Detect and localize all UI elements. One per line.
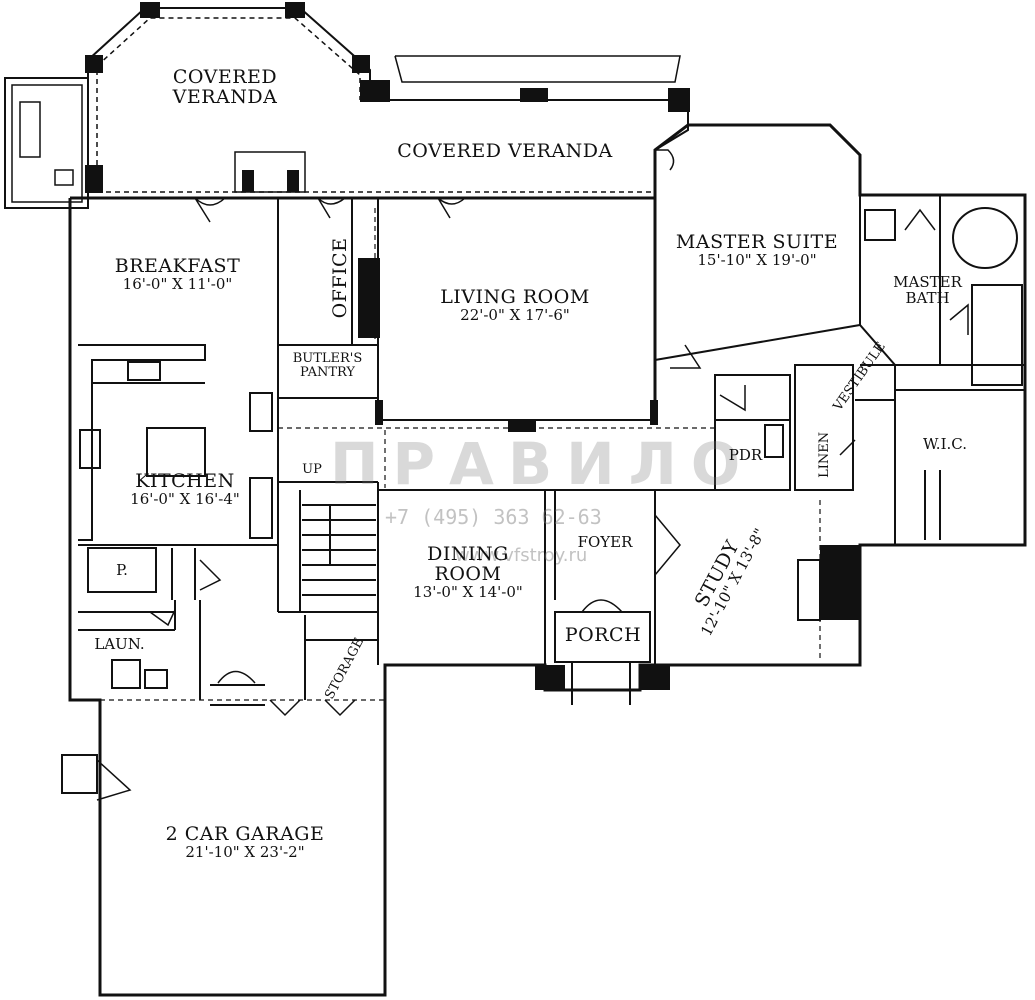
room-pantry: P. — [98, 561, 146, 579]
stair-up: UP — [292, 463, 332, 477]
room-covered-veranda-left: COVERED VERANDA — [150, 66, 300, 108]
room-dims: 21'-10" X 23'-2" — [185, 842, 305, 861]
room-name: BREAKFAST — [114, 255, 241, 277]
room-name: ROOM — [434, 562, 502, 585]
room-master-suite: MASTER SUITE 15'-10" X 19'-0" — [662, 231, 852, 269]
room-name: W.I.C. — [923, 435, 967, 453]
room-name: 2 CAR GARAGE — [165, 823, 325, 845]
room-name: PDR — [728, 446, 763, 464]
room-name: VERANDA — [172, 85, 278, 108]
room-master-bath: MASTER BATH — [880, 273, 975, 307]
room-name: COVERED VERANDA — [397, 140, 613, 162]
linen-outline — [794, 364, 854, 491]
room-dims: 22'-0" X 17'-6" — [460, 305, 570, 324]
room-garage: 2 CAR GARAGE 21'-10" X 23'-2" — [130, 823, 360, 861]
watermark-logo: ПРАВИЛО — [330, 430, 755, 498]
room-name: COVERED — [172, 66, 278, 88]
room-name: LINEN — [817, 431, 833, 478]
porch-outline — [554, 611, 651, 663]
room-name: P. — [116, 561, 128, 579]
watermark-phone: +7 (495) 363 62-63 — [385, 505, 602, 529]
room-wic: W.I.C. — [895, 435, 995, 453]
room-linen: LINEN — [817, 430, 833, 480]
room-office: OFFICE — [329, 233, 352, 323]
room-butlers-pantry: BUTLER'S PANTRY — [280, 352, 375, 379]
room-name: BATH — [905, 288, 950, 307]
room-name: MASTER SUITE — [675, 231, 839, 253]
room-porch: PORCH — [557, 624, 649, 646]
room-name: UP — [302, 462, 322, 477]
room-name: OFFICE — [329, 237, 352, 319]
room-name: PORCH — [564, 624, 642, 646]
room-dims: 16'-0" X 16'-4" — [130, 489, 240, 508]
room-laundry: LAUN. — [82, 635, 157, 653]
room-name: FOYER — [577, 533, 633, 551]
room-dining-room: DINING ROOM 13'-0" X 14'-0" — [398, 543, 538, 601]
room-foyer: FOYER — [560, 533, 650, 551]
room-name: KITCHEN — [135, 470, 235, 492]
room-name: LIVING ROOM — [440, 286, 590, 308]
pantry-outline — [87, 547, 157, 593]
room-kitchen: KITCHEN 16'-0" X 16'-4" — [100, 470, 270, 508]
room-name: DINING — [427, 543, 509, 565]
watermark-site: www.vfstroy.ru — [455, 545, 588, 566]
room-dims: 15'-10" X 19'-0" — [697, 250, 817, 269]
pdr-outline — [714, 374, 791, 491]
room-name: PANTRY — [300, 364, 355, 380]
outer-wall-left — [68, 198, 387, 997]
room-dims: 16'-0" X 11'-0" — [122, 274, 233, 293]
room-living-room: LIVING ROOM 22'-0" X 17'-6" — [400, 286, 630, 324]
room-name: LAUN. — [94, 635, 145, 653]
room-covered-veranda-right: COVERED VERANDA — [365, 140, 645, 162]
room-pdr: PDR — [718, 446, 773, 464]
room-breakfast: BREAKFAST 16'-0" X 11'-0" — [95, 255, 260, 293]
room-name: MASTER — [893, 273, 962, 291]
grill-area — [4, 77, 89, 209]
room-dims: 13'-0" X 14'-0" — [413, 582, 523, 601]
room-name: BUTLER'S — [292, 351, 363, 366]
